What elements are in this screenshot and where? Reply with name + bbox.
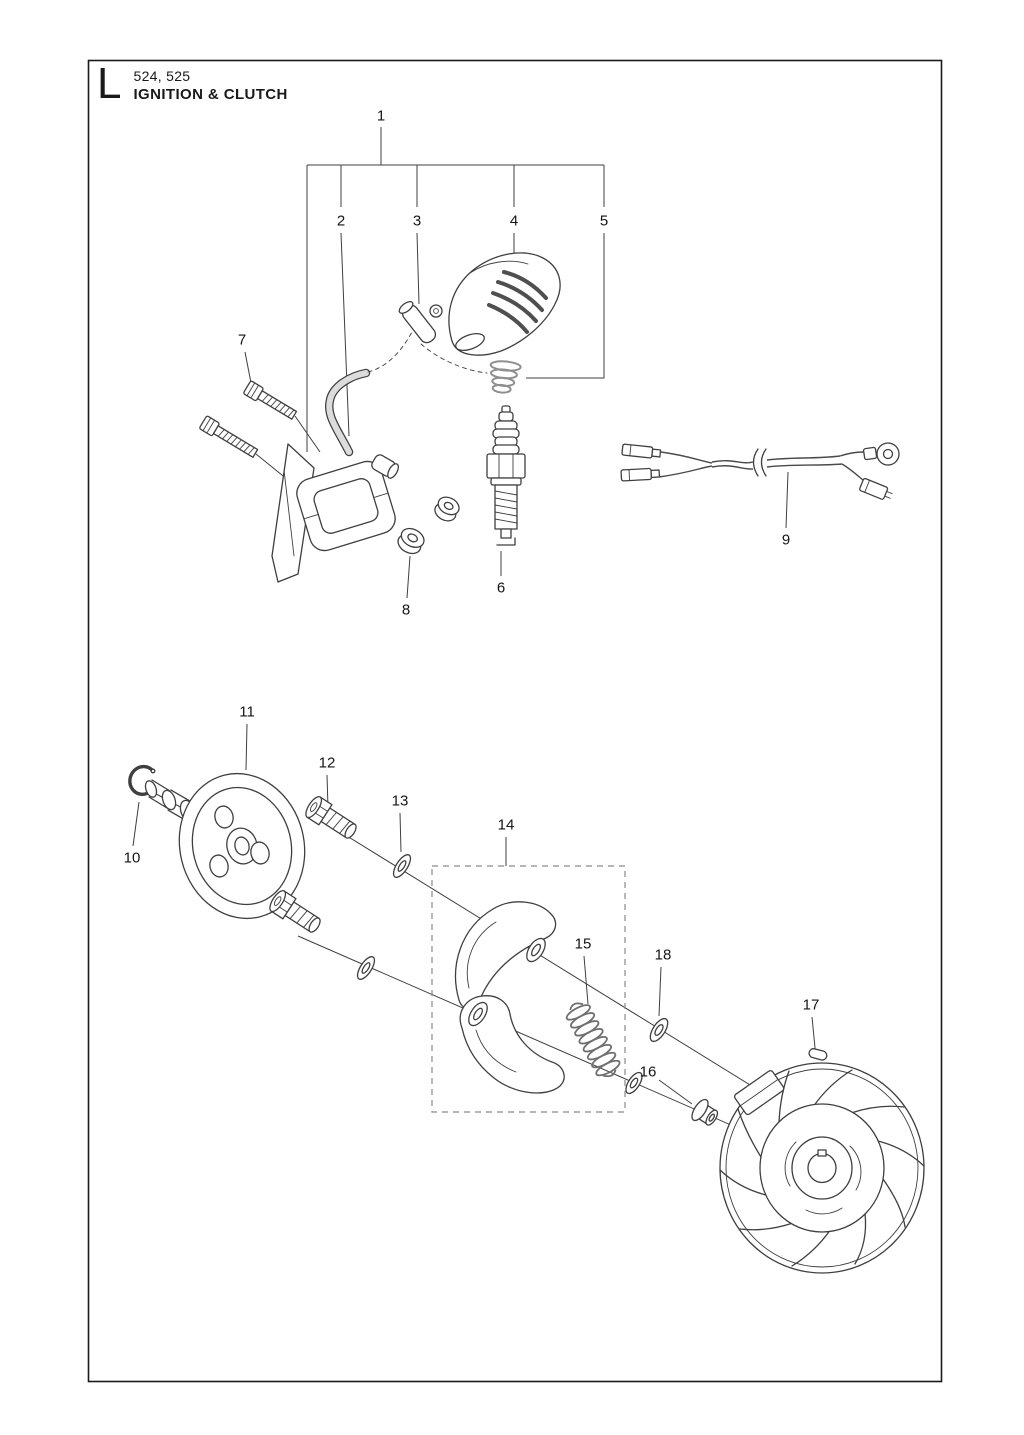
- part-callout-16: 16: [639, 1063, 657, 1081]
- page-title: IGNITION & CLUTCH: [133, 86, 288, 103]
- part-callout-7: 7: [237, 331, 247, 349]
- part-callout-4: 4: [509, 212, 519, 230]
- part-callout-15: 15: [574, 935, 592, 953]
- drawing-spark-plug: [486, 405, 526, 546]
- header-text: 524, 525 IGNITION & CLUTCH: [133, 62, 287, 103]
- part-callout-14: 14: [497, 816, 515, 834]
- section-letter: L: [97, 59, 122, 108]
- part-callout-13: 13: [391, 792, 409, 810]
- drawing-washer-18: [625, 1017, 669, 1095]
- part-callout-11: 11: [239, 703, 255, 721]
- part-callout-12: 12: [318, 754, 336, 772]
- part-callout-3: 3: [412, 212, 422, 230]
- part-callout-9: 9: [781, 531, 791, 549]
- drawing-ignition-module: [271, 331, 488, 583]
- part-callout-2: 2: [336, 212, 346, 230]
- drawing-washers: [356, 854, 412, 980]
- drawing-spark-plug-cap: [448, 252, 561, 356]
- drawing-shoulder-bolts: [269, 796, 357, 933]
- part-callout-8: 8: [401, 601, 411, 619]
- part-callout-1: 1: [376, 107, 386, 125]
- drawing-wire-elbow: [398, 300, 443, 344]
- drawing-clutch-drum: [144, 772, 306, 920]
- drawing-flange-nut: [691, 1098, 719, 1126]
- drawing-mounting-bolts: [199, 380, 298, 458]
- part-callout-18: 18: [654, 946, 672, 964]
- drawing-clutch-shoes: [455, 901, 565, 1094]
- part-callout-10: 10: [123, 849, 141, 867]
- drawing-grommets: [397, 496, 460, 555]
- drawing-cap-spring: [489, 360, 522, 394]
- part-callout-5: 5: [599, 212, 609, 230]
- part-callout-6: 6: [496, 579, 506, 597]
- callout-leader-lines: [132, 127, 817, 1105]
- drawing-clutch-spring: [565, 1002, 621, 1078]
- drawing-flywheel: [719, 1048, 925, 1274]
- diagram-header: L 524, 525 IGNITION & CLUTCH: [97, 62, 288, 106]
- drawing-wiring-harness: [620, 442, 900, 500]
- diagram-border: [87, 59, 943, 1383]
- part-callout-17: 17: [802, 996, 820, 1014]
- model-numbers: 524, 525: [133, 68, 191, 84]
